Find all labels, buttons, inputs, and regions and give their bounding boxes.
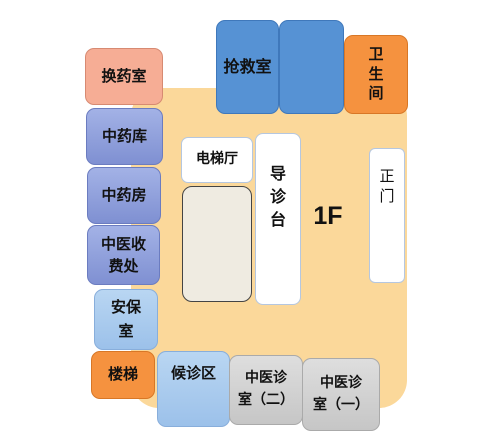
tcm-clinic-2-label: 中医诊 室（二） xyxy=(238,370,294,408)
herb-storage-room[interactable]: 中药库 xyxy=(86,108,163,165)
tcm-cashier-room[interactable]: 中医收 费处 xyxy=(87,225,160,285)
dressing-room-label: 换药室 xyxy=(101,66,147,85)
main-gate-label: 正 门 xyxy=(379,167,395,205)
waiting-area-label: 候诊区 xyxy=(170,364,216,383)
guide-desk[interactable]: 导 诊 台 xyxy=(255,133,301,305)
tcm-clinic-1[interactable]: 中医诊 室（一） xyxy=(302,358,380,431)
toilet-room[interactable]: 卫 生 间 xyxy=(344,35,408,114)
rescue-room-label: 抢救室 xyxy=(223,57,272,77)
security-room[interactable]: 安保 室 xyxy=(94,289,158,350)
elevator-hall[interactable]: 电梯厅 xyxy=(181,137,253,183)
floor-label: 1F xyxy=(313,202,343,230)
dressing-room[interactable]: 换药室 xyxy=(85,48,163,105)
tcm-clinic-1-label: 中医诊 室（一） xyxy=(313,374,369,413)
herb-storage-room-label: 中药库 xyxy=(101,126,147,145)
elevator-hall-label: 电梯厅 xyxy=(196,151,238,168)
unlabeled-room[interactable] xyxy=(279,20,344,114)
security-room-label: 安保 室 xyxy=(110,298,141,340)
waiting-area[interactable]: 候诊区 xyxy=(157,351,230,427)
main-gate[interactable]: 正 门 xyxy=(369,148,405,283)
tcm-cashier-room-label: 中医收 费处 xyxy=(100,234,146,276)
stairs-label: 楼梯 xyxy=(107,365,138,384)
guide-desk-label: 导 诊 台 xyxy=(269,164,286,230)
herb-pharmacy-room[interactable]: 中药房 xyxy=(87,167,161,224)
toilet-room-label: 卫 生 间 xyxy=(368,45,384,103)
herb-pharmacy-room-label: 中药房 xyxy=(101,185,147,204)
elevator-shaft[interactable] xyxy=(182,186,252,302)
stairs[interactable]: 楼梯 xyxy=(91,351,155,399)
tcm-clinic-2[interactable]: 中医诊 室（二） xyxy=(229,355,303,425)
rescue-room[interactable]: 抢救室 xyxy=(216,20,279,114)
